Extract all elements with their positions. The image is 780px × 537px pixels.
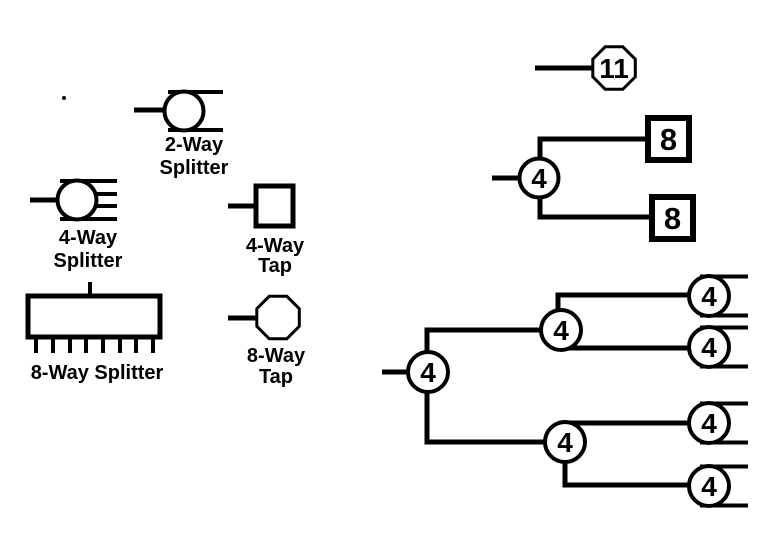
tap-square: [649, 194, 696, 242]
tap-value: 11: [599, 53, 629, 84]
legend-4way-tap-label-line1: 4-Way: [246, 235, 305, 257]
tap-square: [645, 115, 692, 163]
splitter-circle-leaf: [687, 274, 731, 318]
legend-4way-tap-symbol: [228, 183, 296, 229]
splitter-value: 4: [557, 427, 573, 458]
network-splitter-tree: 4 4 4 4 4 4 4: [382, 274, 748, 508]
splitter-circle-branch-top: [539, 308, 583, 352]
legend-2way-splitter-label-line1: 2-Way: [165, 134, 224, 156]
splitter-circle-leaf: [687, 325, 731, 369]
stray-dot: [62, 96, 66, 100]
legend-8way-tap-label-line2: Tap: [259, 366, 293, 388]
splitter-circle-root: [406, 350, 450, 394]
branch-line-bottom: [537, 193, 652, 220]
splitter-circle: [162, 89, 206, 133]
legend-8way-tap-symbol: [228, 294, 301, 341]
legend-8way-splitter-symbol: [25, 282, 163, 353]
branch-line-bottom: [424, 386, 547, 445]
legend: 2-Way Splitter 4-Way Splitter 8-Way Spli: [25, 89, 306, 388]
branch-line: [555, 292, 691, 316]
legend-2way-splitter-symbol: [134, 89, 223, 133]
splitter-circle: [55, 178, 99, 222]
branch-line-top: [424, 327, 543, 358]
legend-4way-splitter-label-line1: 4-Way: [59, 227, 118, 249]
tap-octagon: [255, 294, 301, 341]
tap-value: 8: [660, 122, 677, 157]
splitter-rectangle: [25, 293, 163, 340]
splitter-value: 4: [701, 408, 717, 439]
splitter-value: 4: [701, 281, 717, 312]
legend-8way-splitter-label: 8-Way Splitter: [31, 362, 164, 384]
branch-line-top: [537, 136, 648, 164]
splitter-circle-leaf: [687, 464, 731, 508]
splitter-value: 4: [531, 163, 547, 194]
legend-8way-tap-label-line1: 8-Way: [247, 345, 306, 367]
legend-4way-splitter-symbol: [30, 178, 117, 222]
splitter-circle-leaf: [687, 401, 731, 445]
network-two-tap: 4 8 8: [492, 115, 696, 242]
splitter-value: 4: [701, 332, 717, 363]
tap-square: [253, 183, 296, 229]
legend-4way-splitter-label-line2: Splitter: [54, 250, 123, 272]
splitter-value: 4: [701, 471, 717, 502]
legend-4way-tap-label-line2: Tap: [258, 255, 292, 277]
splitter-circle: [517, 156, 561, 200]
legend-2way-splitter-label-line2: Splitter: [160, 157, 229, 179]
splitter-circle-branch-bottom: [543, 420, 587, 464]
network-single-tap: 11: [535, 45, 637, 91]
splitter-value: 4: [553, 315, 569, 346]
tap-value: 8: [664, 201, 681, 236]
tap-octagon: [591, 45, 637, 91]
splitter-value: 4: [420, 357, 436, 388]
branch-line: [562, 460, 691, 488]
